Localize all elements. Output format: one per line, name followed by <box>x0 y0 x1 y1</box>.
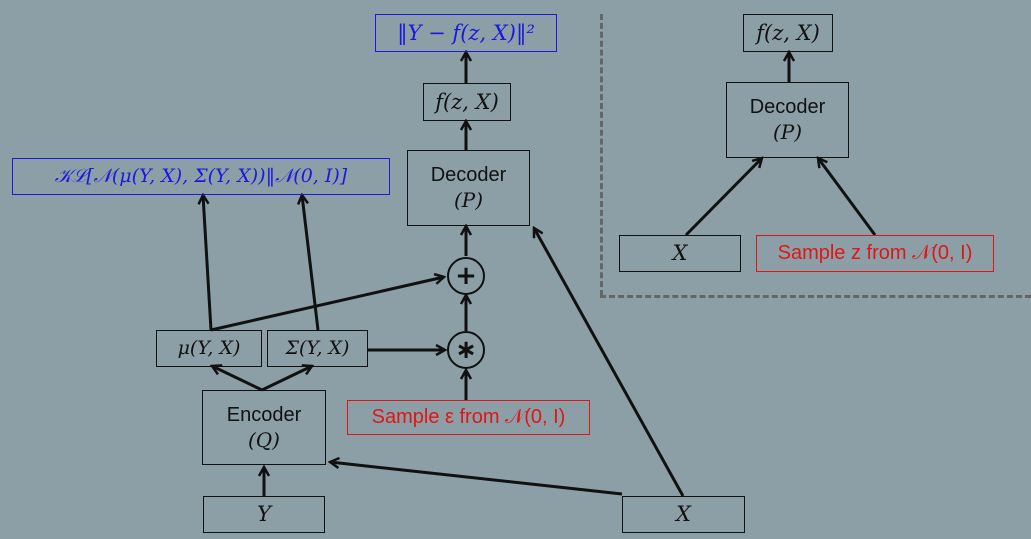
multiply-operator: ∗ <box>447 331 485 369</box>
right-input-x-box: X <box>619 235 741 272</box>
right-input-x-label: X <box>672 241 688 266</box>
dashed-divider-horizontal <box>600 295 1031 298</box>
arrow-right-sample-to-decoder <box>818 158 877 236</box>
plus-operator-symbol: + <box>455 261 477 291</box>
arrow-x-to-encoder <box>330 462 623 496</box>
right-decoder-output-box: f(z, X) <box>743 14 833 52</box>
right-decoder-title: Decoder <box>749 96 826 118</box>
right-decoder-output-label: f(z, X) <box>756 20 820 45</box>
reconstruction-loss-box: ‖Y − f(z, X)‖² <box>375 14 557 52</box>
decoder-title: Decoder <box>430 164 507 186</box>
mu-box: μ(Y, X) <box>156 330 262 367</box>
sample-z-box: Sample z from 𝒩(0, I) <box>756 235 994 272</box>
encoder-title: Encoder <box>226 403 302 426</box>
encoder-box: Encoder (Q) <box>202 390 326 465</box>
input-x-label: X <box>676 502 691 527</box>
decoder-param: (P) <box>453 188 484 212</box>
reconstruction-loss-label: ‖Y − f(z, X)‖² <box>397 20 535 45</box>
decoder-box: Decoder (P) <box>407 150 530 226</box>
right-decoder-box: Decoder (P) <box>726 82 849 158</box>
multiply-operator-symbol: ∗ <box>455 335 477 365</box>
decoder-output-label: f(z, X) <box>435 89 499 114</box>
kl-loss-box: 𝒦ℒ[𝒩(μ(Y, X), Σ(Y, X))‖𝒩(0, I)] <box>12 158 390 195</box>
arrow-right-x-to-decoder <box>684 158 762 237</box>
arrow-x-to-decoder <box>532 228 685 497</box>
mu-label: μ(Y, X) <box>177 336 241 359</box>
arrow-encoder-to-sigma <box>261 366 312 392</box>
encoder-param: (Q) <box>247 427 280 452</box>
arrow-encoder-to-mu <box>212 366 263 392</box>
input-y-label: Y <box>257 502 271 527</box>
arrow-mu-to-kl <box>203 195 213 331</box>
sample-epsilon-label: Sample ε from 𝒩(0, I) <box>371 406 566 428</box>
dashed-divider-vertical <box>600 14 603 296</box>
sample-epsilon-box: Sample ε from 𝒩(0, I) <box>347 400 590 435</box>
input-x-box: X <box>622 496 745 533</box>
input-y-box: Y <box>203 496 325 533</box>
decoder-output-box: f(z, X) <box>423 83 511 121</box>
plus-operator: + <box>447 257 485 295</box>
sigma-label: Σ(Y, X) <box>285 336 350 359</box>
right-decoder-param: (P) <box>772 120 803 144</box>
sigma-box: Σ(Y, X) <box>267 330 368 367</box>
sample-z-label: Sample z from 𝒩(0, I) <box>777 242 973 264</box>
kl-loss-label: 𝒦ℒ[𝒩(μ(Y, X), Σ(Y, X))‖𝒩(0, I)] <box>54 164 348 187</box>
arrow-mu-to-plus <box>210 277 444 332</box>
